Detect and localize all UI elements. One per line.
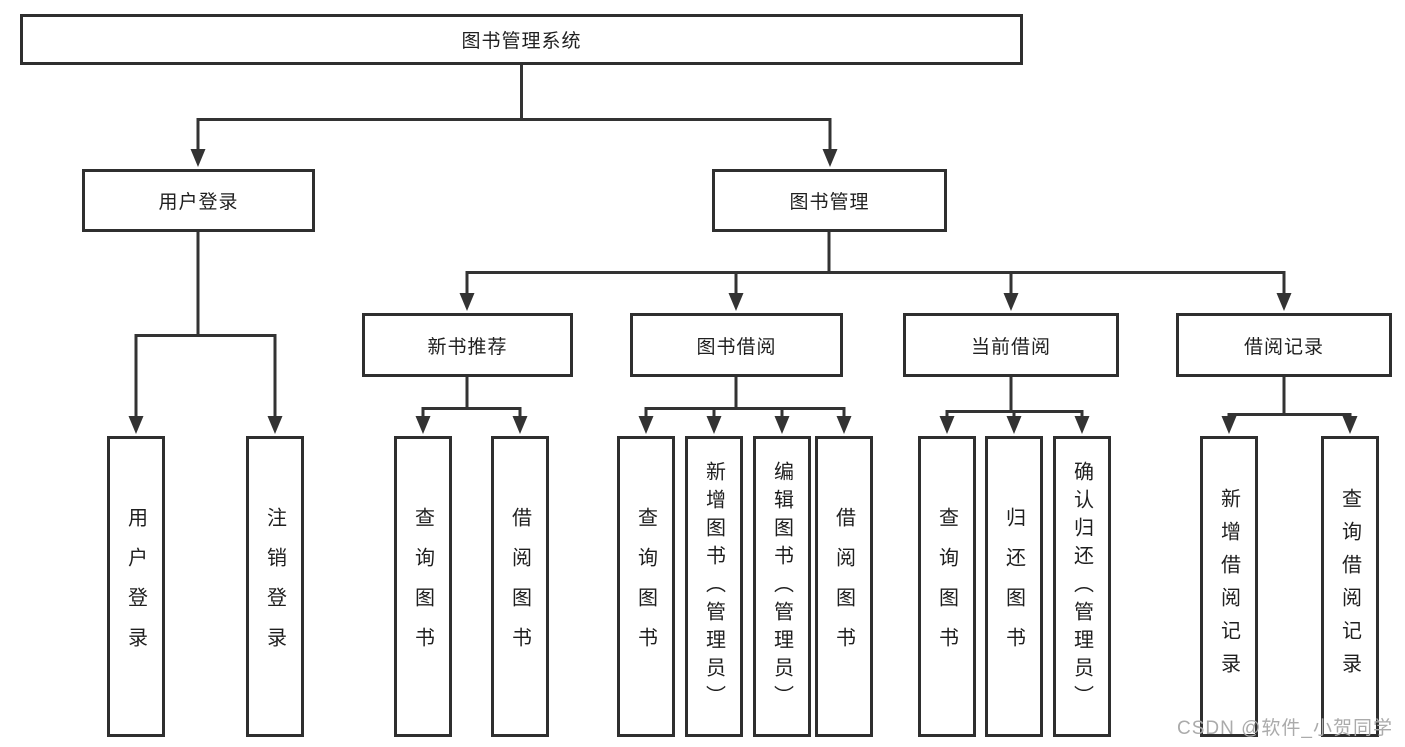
leaf-search-books-recommend-label: 查询图书 (411, 506, 434, 667)
leaf-search-books-borrowing: 查询图书 (617, 436, 675, 737)
leaf-edit-books-admin: 编辑图书（管理员） (753, 436, 811, 737)
node-user-login: 用户登录 (82, 169, 315, 232)
leaf-add-borrow-record: 新增借阅记录 (1200, 436, 1258, 737)
leaf-search-borrow-record: 查询借阅记录 (1321, 436, 1379, 737)
node-current-borrowing: 当前借阅 (903, 313, 1119, 377)
leaf-return-books: 归还图书 (985, 436, 1043, 737)
arrowhead-icons (128, 149, 1358, 434)
leaf-confirm-return-admin-label: 确认归还（管理员） (1070, 460, 1093, 713)
node-new-book-recommendation: 新书推荐 (362, 313, 573, 377)
node-book-borrowing: 图书借阅 (630, 313, 843, 377)
leaf-logout-login: 注销登录 (246, 436, 304, 737)
leaf-search-borrow-record-label: 查询借阅记录 (1338, 487, 1361, 686)
leaf-return-books-label: 归还图书 (1002, 506, 1025, 667)
leaf-add-borrow-record-label: 新增借阅记录 (1217, 487, 1240, 686)
node-borrowing-records-label: 借阅记录 (1243, 336, 1324, 358)
node-book-management: 图书管理 (712, 169, 947, 232)
csdn-watermark: CSDN @软件_小贺同学 (1177, 718, 1393, 739)
leaf-confirm-return-admin: 确认归还（管理员） (1053, 436, 1111, 737)
leaf-search-books-current: 查询图书 (918, 436, 976, 737)
leaf-user-login-label: 用户登录 (124, 506, 147, 667)
leaf-borrow-books-recommend: 借阅图书 (491, 436, 549, 737)
node-current-borrowing-label: 当前借阅 (970, 336, 1051, 358)
leaf-logout-login-label: 注销登录 (263, 506, 286, 667)
leaf-search-books-recommend: 查询图书 (394, 436, 452, 737)
leaf-user-login: 用户登录 (107, 436, 165, 737)
leaf-borrow-books-recommend-label: 借阅图书 (508, 506, 531, 667)
leaf-borrow-books-borrowing: 借阅图书 (815, 436, 873, 737)
leaf-edit-books-admin-label: 编辑图书（管理员） (770, 460, 793, 713)
node-borrowing-records: 借阅记录 (1176, 313, 1392, 377)
leaf-search-books-borrowing-label: 查询图书 (634, 506, 657, 667)
leaf-add-books-admin: 新增图书（管理员） (685, 436, 743, 737)
leaf-add-books-admin-label: 新增图书（管理员） (702, 460, 725, 713)
leaf-search-books-current-label: 查询图书 (935, 506, 958, 667)
node-book-management-label: 图书管理 (789, 192, 870, 213)
node-library-system: 图书管理系统 (20, 14, 1023, 65)
node-user-login-label: 用户登录 (158, 192, 239, 213)
leaf-borrow-books-borrowing-label: 借阅图书 (832, 506, 855, 667)
node-book-borrowing-label: 图书借阅 (696, 336, 777, 358)
node-new-book-recommendation-label: 新书推荐 (427, 336, 508, 358)
node-library-system-label: 图书管理系统 (461, 31, 582, 52)
